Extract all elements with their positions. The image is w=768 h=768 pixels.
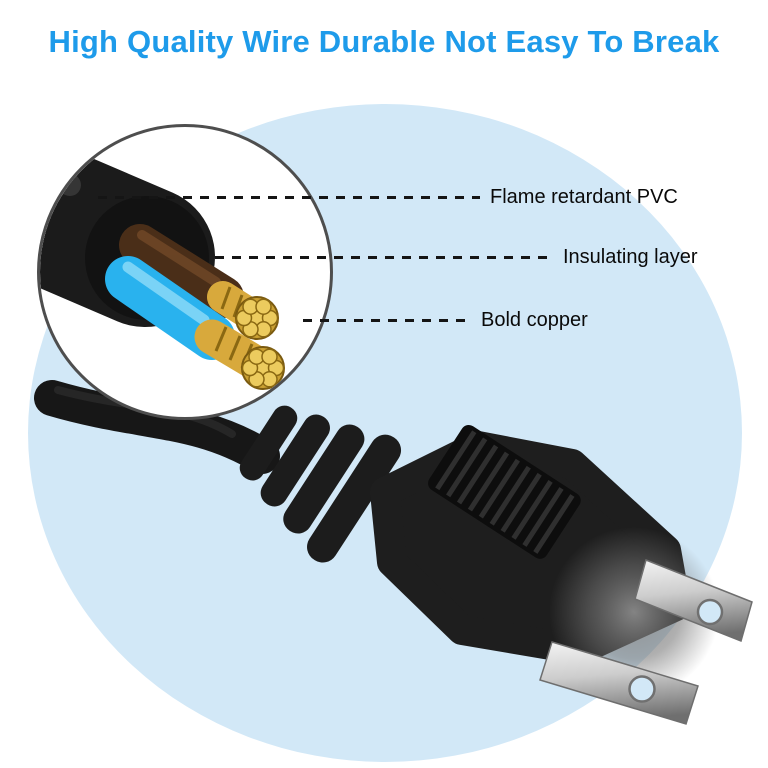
callout-flame-retardant-pvc: Flame retardant PVC [98, 184, 678, 210]
prong-hole [628, 675, 656, 703]
cable-cross-section-inset [37, 124, 333, 420]
callout-label: Flame retardant PVC [490, 185, 678, 208]
callout-leader-line [215, 255, 553, 259]
grip-ridges [428, 424, 581, 559]
copper-strands [194, 281, 285, 390]
plug-prong-lower [539, 641, 699, 725]
callout-label: Insulating layer [563, 245, 698, 268]
callout-insulating-layer: Insulating layer [215, 244, 698, 270]
cable-cross-section-illustration [40, 127, 285, 390]
brown-wire [119, 224, 244, 318]
callout-label: Bold copper [481, 308, 588, 331]
callout-bold-copper: Bold copper [303, 307, 588, 333]
callout-leader-line [98, 195, 480, 199]
plug-prong-upper [634, 558, 753, 643]
strain-relief [239, 405, 402, 563]
page-title: High Quality Wire Durable Not Easy To Br… [48, 24, 720, 59]
prong-hole [696, 598, 724, 626]
callout-leader-line [303, 318, 471, 322]
